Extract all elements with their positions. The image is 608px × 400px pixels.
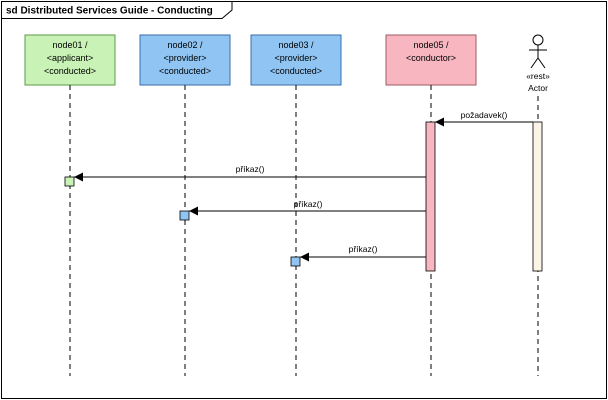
message-prikaz-node03[interactable]: příkaz() [300,244,426,262]
message-pozadavek[interactable]: požadavek() [435,110,533,127]
activation-node03 [290,256,301,267]
activation-node05 [425,121,436,272]
lifeline-node02-line3: <conducted> [159,66,211,76]
lifeline-node02-line2: <provider> [163,53,206,63]
message-prikaz-node02[interactable]: příkaz() [189,199,426,216]
actor-icon[interactable] [529,34,547,69]
activation-node01 [64,176,75,187]
actor-name: Actor [528,83,548,93]
lifeline-node03-line3: <conducted> [270,66,322,76]
frame-title-tab [1,1,233,19]
actor-stereotype: «rest» [526,71,550,81]
message-prikaz-node01[interactable]: příkaz() [74,164,426,182]
lifeline-head-node05[interactable] [385,34,477,86]
message-prikaz-node03-label: příkaz() [349,244,378,254]
frame-title: sd Distributed Services Guide - Conducti… [6,6,213,17]
lifeline-head-node01[interactable] [24,34,116,86]
lifeline-head-node02[interactable] [139,34,231,86]
lifeline-node05-line1: node05 / [413,40,449,50]
lifeline-node05-line2: <conductor> [406,53,456,63]
lifeline-node05[interactable]: node05 / <conductor> [385,34,477,376]
lifeline-node01-line3: <conducted> [44,66,96,76]
lifeline-node02[interactable]: node02 / <provider> <conducted> [139,34,231,376]
lifeline-node01[interactable]: node01 / <applicant> <conducted> [24,34,116,376]
lifeline-head-node03[interactable] [250,34,342,86]
activation-actor [532,121,543,272]
lifeline-node01-line1: node01 / [52,40,88,50]
message-prikaz-node02-label: příkaz() [294,199,323,209]
lifeline-node02-line1: node02 / [167,40,203,50]
lifeline-node03-line1: node03 / [278,40,314,50]
activation-node02 [179,210,190,221]
message-pozadavek-label: požadavek() [461,110,508,120]
lifeline-node01-line2: <applicant> [47,53,94,63]
lifeline-node03[interactable]: node03 / <provider> <conducted> [250,34,342,376]
message-prikaz-node01-label: příkaz() [236,164,265,174]
lifeline-node03-line2: <provider> [274,53,317,63]
